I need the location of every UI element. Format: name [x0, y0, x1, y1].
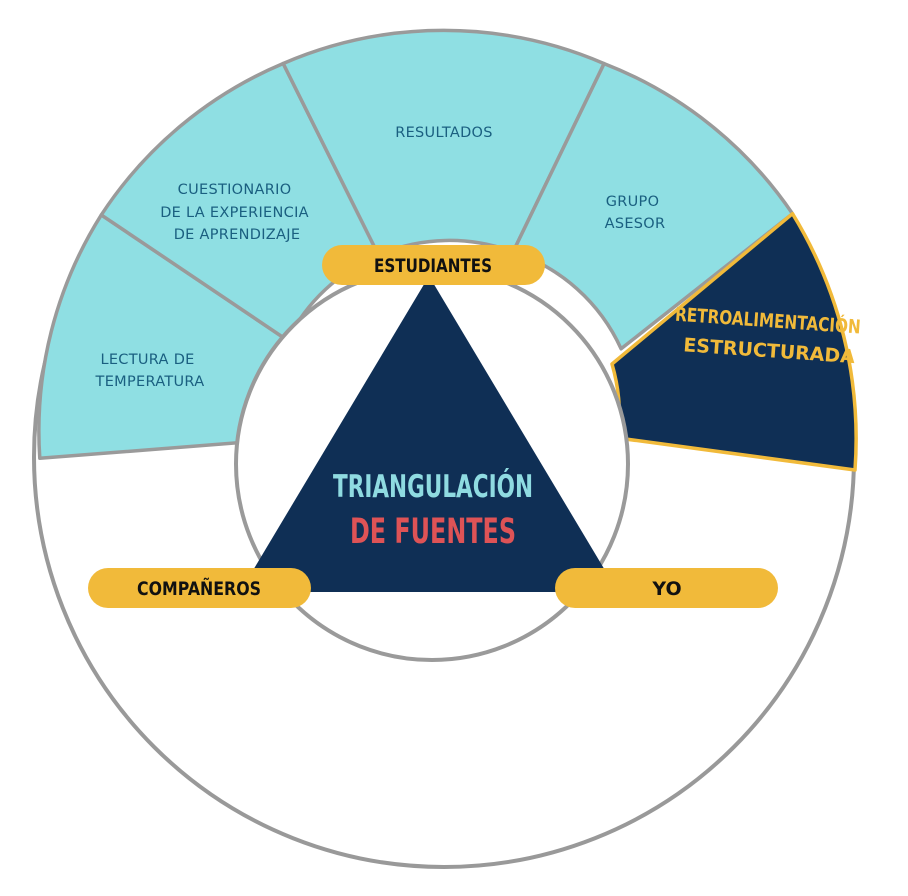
pill-yo: [555, 568, 778, 608]
pill-companeros-label: COMPAÑEROS: [137, 576, 261, 600]
pill-yo-label: YO: [651, 578, 681, 600]
center-title-line2: DE FUENTES: [350, 512, 516, 552]
label-resultados-line1: RESULTADOS: [395, 125, 493, 141]
pill-companeros: [88, 568, 311, 608]
label-cuestionario: CUESTIONARIO DE LA EXPERIENCIA DE APREND…: [160, 182, 314, 243]
pill-estudiantes: [322, 245, 545, 285]
label-grupo-line2: ASESOR: [605, 216, 666, 232]
label-cuestionario-line1: CUESTIONARIO: [178, 182, 292, 198]
segment-retroalimentacion: [610, 211, 858, 472]
center-triangle: [240, 276, 618, 592]
label-resultados: RESULTADOS: [395, 125, 493, 141]
label-cuestionario-line3: DE APRENDIZAJE: [174, 227, 301, 243]
center-title-line1: TRIANGULACIÓN: [333, 468, 533, 505]
segment-grupo-asesor: [511, 61, 795, 351]
label-lectura-line1: LECTURA DE: [100, 352, 194, 368]
label-lectura-line2: TEMPERATURA: [95, 374, 205, 390]
pill-estudiantes-label: ESTUDIANTES: [374, 255, 492, 277]
label-cuestionario-line2: DE LA EXPERIENCIA: [160, 205, 309, 221]
label-grupo-line1: GRUPO: [606, 194, 660, 210]
label-lectura: LECTURA DE TEMPERATURA: [95, 352, 205, 390]
segment-resultados: [281, 28, 606, 257]
label-grupo: GRUPO ASESOR: [605, 194, 666, 232]
